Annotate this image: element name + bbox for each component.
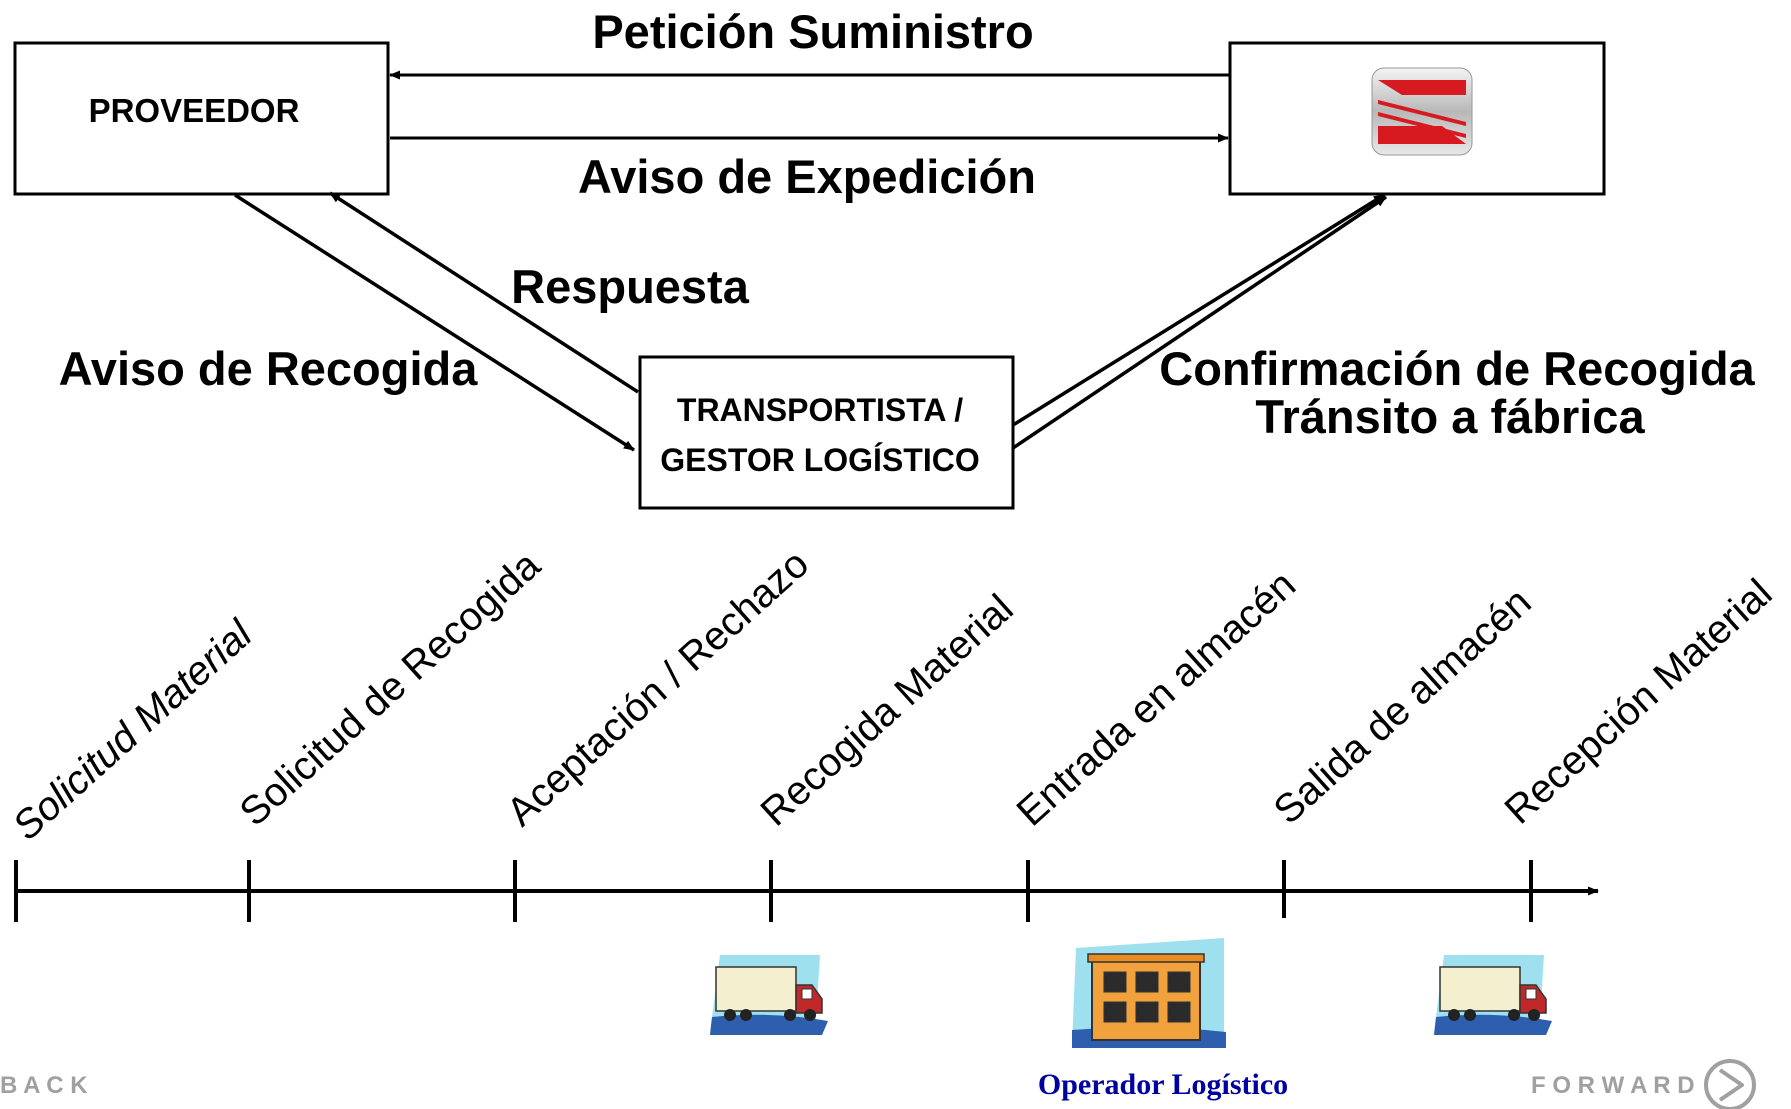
timeline-ticks bbox=[14, 860, 1533, 922]
proveedor-label: PROVEEDOR bbox=[89, 92, 300, 129]
step-recogida-material: Recogida Material bbox=[753, 586, 1022, 834]
confirmacion-label-line1: Confirmación de Recogida bbox=[1159, 342, 1755, 395]
transportista-label-line1: TRANSPORTISTA / bbox=[677, 392, 963, 428]
truck-icon bbox=[1434, 955, 1552, 1035]
aviso-recogida-arrow bbox=[234, 193, 635, 452]
confirmacion-arrow-2 bbox=[1012, 195, 1387, 450]
expedicion-label: Aviso de Expedición bbox=[578, 150, 1036, 203]
peticion-label: Petición Suministro bbox=[592, 5, 1033, 58]
forward-arrow-icon[interactable] bbox=[1704, 1059, 1756, 1109]
confirmacion-label-line2: Tránsito a fábrica bbox=[1255, 390, 1645, 443]
step-entrada-almacen: Entrada en almacén bbox=[1009, 562, 1304, 834]
respuesta-label: Respuesta bbox=[511, 260, 750, 313]
forward-button[interactable]: F O R W A R D bbox=[1531, 1072, 1695, 1099]
respuesta-arrow bbox=[329, 191, 639, 394]
step-salida-almacen: Salida de almacén bbox=[1266, 580, 1540, 833]
operador-logistico-label: Operador Logístico bbox=[1038, 1068, 1288, 1101]
transportista-box bbox=[638, 355, 1015, 510]
step-solicitud-material: Solicitud Material bbox=[5, 611, 262, 848]
confirmacion-arrow-1 bbox=[1012, 193, 1385, 427]
step-recepcion-material: Recepción Material bbox=[1497, 571, 1781, 833]
step-solicitud-recogida: Solicitud de Recogida bbox=[232, 543, 550, 835]
warehouse-icon bbox=[1072, 938, 1226, 1048]
seat-logo-icon bbox=[1371, 67, 1473, 156]
aviso-recogida-label: Aviso de Recogida bbox=[59, 342, 479, 395]
truck-icon bbox=[710, 955, 828, 1035]
proveedor-box bbox=[13, 41, 390, 196]
back-button[interactable]: B A C K bbox=[0, 1072, 88, 1099]
transportista-label-line2: GESTOR LOGÍSTICO bbox=[660, 442, 979, 478]
